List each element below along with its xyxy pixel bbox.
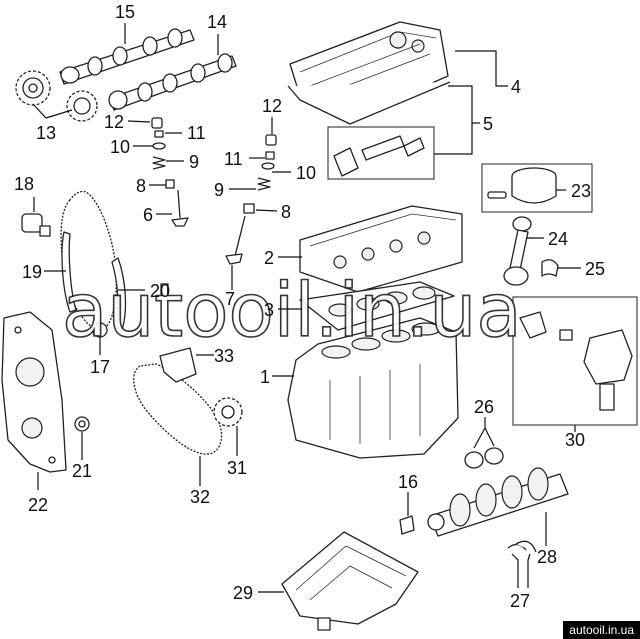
valve-retainer-right <box>261 162 275 170</box>
callout-21: 21 <box>72 461 92 481</box>
callout-8-left: 8 <box>136 176 146 196</box>
oil-pump-chain-guide <box>159 347 197 383</box>
cylinder-head <box>299 205 463 293</box>
callout-1: 1 <box>260 367 270 387</box>
callout-12-left: 12 <box>104 112 124 132</box>
callout-30: 30 <box>565 430 585 450</box>
chain-tensioner <box>21 213 51 237</box>
callout-11-left: 11 <box>187 123 206 143</box>
callout-12-right: 12 <box>262 96 282 116</box>
callout-33: 33 <box>214 346 234 366</box>
crankshaft <box>427 467 569 537</box>
callout-26: 26 <box>474 397 494 417</box>
callout-19: 19 <box>22 262 42 282</box>
valve-keeper-left <box>154 130 164 138</box>
callout-4: 4 <box>511 77 521 97</box>
callout-8-right: 8 <box>281 202 291 222</box>
callout-14: 14 <box>207 12 227 32</box>
valve-lifter-right <box>265 134 277 146</box>
rod-bearing <box>541 259 559 277</box>
valve-lifter-left <box>151 117 163 129</box>
callout-27: 27 <box>510 591 530 611</box>
timing-chain-guide <box>61 231 77 313</box>
valve-right <box>225 215 246 265</box>
oil-pump-chain <box>133 363 223 455</box>
callout-25: 25 <box>585 259 605 279</box>
callout-3: 3 <box>264 300 274 320</box>
callout-22: 22 <box>28 495 48 515</box>
callout-2: 2 <box>264 248 274 268</box>
callout-17: 17 <box>90 357 110 377</box>
callout-28: 28 <box>537 547 557 567</box>
oil-pump <box>519 311 633 411</box>
exhaust-camshaft <box>108 53 237 111</box>
timing-chain-tensioner-arm <box>111 257 127 331</box>
callout-24: 24 <box>548 229 568 249</box>
callout-10-left: 10 <box>110 137 130 157</box>
connecting-rod <box>503 216 532 286</box>
leader-lines <box>32 23 581 593</box>
callout-29: 29 <box>233 583 253 603</box>
callout-5: 5 <box>483 114 493 134</box>
callout-15: 15 <box>115 2 135 22</box>
callout-11-right: 11 <box>224 149 243 169</box>
valve-seal-right <box>243 203 255 214</box>
callout-16: 16 <box>398 472 418 492</box>
intake-camshaft <box>59 28 195 85</box>
callout-20: 20 <box>150 281 170 301</box>
valve-retainer-left <box>152 142 166 150</box>
cam-sprocket-left <box>15 70 51 106</box>
callout-9-right: 9 <box>214 180 224 200</box>
valve-cover-gasket <box>287 81 451 125</box>
callout-9-left: 9 <box>189 152 199 172</box>
watermark-text: autooil.in.ua <box>62 268 522 354</box>
spark-plug-tube-seals <box>327 126 435 180</box>
oil-pump-sprocket <box>213 397 243 427</box>
oil-pan <box>281 531 419 631</box>
callout-6: 6 <box>143 205 153 225</box>
footer-watermark: autooil.in.ua <box>563 621 640 639</box>
callout-10-right: 10 <box>296 163 316 183</box>
valve-keeper-right <box>265 151 275 160</box>
main-bearings <box>464 447 504 469</box>
cam-sprocket-right <box>66 90 98 122</box>
valve-spring-right <box>257 177 271 191</box>
valve-seal-left <box>165 179 175 189</box>
piston <box>487 167 557 204</box>
callout-labels: 15 14 13 12 11 10 9 8 6 12 11 10 9 8 7 4… <box>14 2 605 611</box>
callout-7: 7 <box>225 289 235 309</box>
callout-32: 32 <box>190 487 210 507</box>
engine-block <box>287 317 459 459</box>
crankshaft-bolt <box>399 515 415 535</box>
callout-31: 31 <box>227 458 247 478</box>
valve-spring-left <box>152 156 166 170</box>
head-gasket <box>299 281 455 331</box>
thrust-washers <box>507 540 537 553</box>
valve-left <box>171 189 189 227</box>
timing-cover <box>1 311 67 473</box>
callout-13: 13 <box>36 123 56 143</box>
callout-23: 23 <box>571 181 591 201</box>
front-crank-seal <box>74 416 90 432</box>
callout-18: 18 <box>14 174 34 194</box>
